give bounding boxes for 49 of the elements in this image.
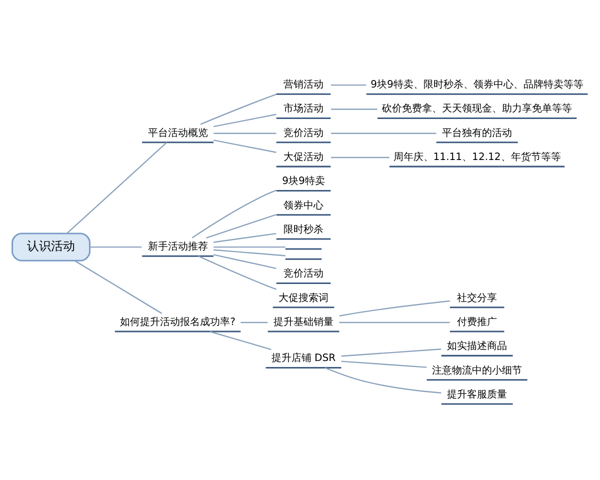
node-text: 如实描述商品	[447, 341, 508, 352]
connector	[341, 348, 442, 357]
connector	[240, 322, 268, 324]
node-text: 提升基础销量	[274, 317, 334, 328]
connector	[341, 360, 427, 368]
connector	[200, 94, 277, 125]
connector	[330, 84, 366, 86]
node-text: 大促活动	[284, 152, 324, 164]
connector	[192, 190, 276, 238]
node-box: 认识活动	[12, 232, 90, 262]
connector	[330, 132, 436, 134]
connector	[339, 322, 450, 324]
node-text: 竞价活动	[284, 128, 324, 139]
connector	[74, 260, 162, 314]
node-text: 付费推广	[457, 317, 498, 328]
connector	[213, 140, 276, 153]
connector	[214, 246, 286, 248]
connector	[330, 108, 378, 110]
node-text: 社交分享	[457, 292, 498, 304]
node-text: 砍价免费拿、天天领现金、助力享免单等等	[382, 104, 572, 115]
connector	[214, 232, 276, 243]
connector	[198, 256, 277, 290]
connector	[324, 367, 442, 394]
node-text: 市场活动	[284, 104, 324, 115]
node-text: 提升客服质量	[447, 389, 508, 400]
node-text: 竞价活动	[284, 268, 324, 280]
node-text: 提升店铺 DSR	[271, 353, 336, 364]
connector	[339, 300, 450, 316]
node-text: 新手活动推荐	[148, 242, 208, 253]
node-text: 9块9特卖、限时秒杀、领券中心、品牌特卖等等	[370, 80, 584, 91]
node-text: 周年庆、11.11、12.12、年货节等等	[393, 152, 561, 164]
node-text: 平台活动概览	[148, 128, 208, 139]
connector	[214, 132, 276, 134]
node-text: 9块9特卖	[282, 176, 325, 188]
node-text: 领券中心	[284, 200, 324, 212]
connector	[210, 331, 272, 350]
node-text: 大促搜索词	[278, 292, 329, 304]
connector	[330, 156, 390, 158]
node-text: 平台独有的活动	[442, 128, 512, 139]
node-text: 限时秒杀	[284, 224, 324, 236]
connector	[213, 114, 276, 128]
node-text: 如何提升活动报名成功率?	[120, 317, 236, 328]
connector	[213, 254, 276, 270]
connector	[90, 246, 142, 248]
node-text: 营销活动	[284, 80, 324, 91]
connector	[206, 214, 276, 238]
connector	[66, 142, 168, 234]
connector	[214, 249, 286, 256]
node-text: 注意物流中的小细节	[432, 365, 522, 376]
